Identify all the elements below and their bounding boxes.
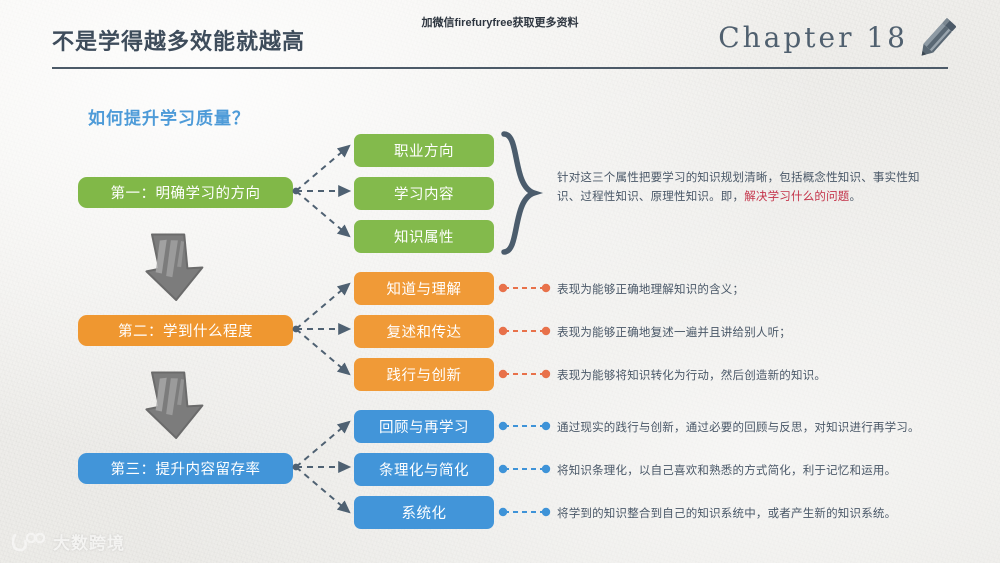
description-direction-prefix: 针对这三个属性把要学习的知识规划清晰，包括概念性知识、事实性知识、过程性知识、原… <box>557 172 920 203</box>
chapter-label: Chapter 18 <box>718 21 908 54</box>
curly-brace-icon <box>501 131 544 255</box>
description-direction-highlight: 解决学习什么的问题 <box>744 191 850 203</box>
main-box-degree[interactable]: 第二：学到什么程度 <box>78 315 293 346</box>
sub-box-degree-3[interactable]: 践行与创新 <box>354 358 494 391</box>
description-direction: 针对这三个属性把要学习的知识规划清晰，包括概念性知识、事实性知识、过程性知识、原… <box>557 169 942 207</box>
main-box-direction-label: 第一：明确学习的方向 <box>110 186 261 202</box>
dot-connector-retention-1 <box>498 421 551 431</box>
main-box-retention-label: 第三：提升内容留存率 <box>110 462 261 478</box>
sub-box-degree-1[interactable]: 知道与理解 <box>354 272 494 305</box>
connector-fan-green <box>292 144 352 238</box>
description-direction-suffix: 。 <box>849 191 862 203</box>
watermark-text: 加微信firefuryfree获取更多资料 <box>421 17 579 29</box>
sub-box-direction-3-label: 知识属性 <box>394 230 454 246</box>
description-degree-1: 表现为能够正确地理解知识的含义； <box>557 284 745 296</box>
section-subtitle: 如何提升学习质量？ <box>88 109 250 128</box>
sub-box-retention-3[interactable]: 系统化 <box>354 496 494 529</box>
page-title: 不是学得越多效能就越高 <box>52 29 306 54</box>
sub-box-direction-2[interactable]: 学习内容 <box>354 177 494 210</box>
sub-box-retention-1[interactable]: 回顾与再学习 <box>354 410 494 443</box>
dot-connector-degree-1 <box>498 283 551 293</box>
dot-connector-retention-3 <box>498 507 551 517</box>
description-retention-1: 通过现实的践行与创新，通过必要的回顾与反思，对知识进行再学习。 <box>557 422 920 434</box>
description-retention-2: 将知识条理化，以自己喜欢和熟悉的方式简化，利于记忆和运用。 <box>557 465 897 477</box>
header-divider <box>52 67 948 69</box>
sub-box-degree-1-label: 知道与理解 <box>386 282 462 298</box>
brand-logo-text: 大数跨境 <box>53 534 125 553</box>
dot-connector-degree-3 <box>498 369 551 379</box>
description-degree-3: 表现为能够将知识转化为行动，然后创造新的知识。 <box>557 370 827 382</box>
dot-connector-retention-2 <box>498 464 551 474</box>
main-box-retention[interactable]: 第三：提升内容留存率 <box>78 453 293 484</box>
sub-box-retention-2[interactable]: 条理化与简化 <box>354 453 494 486</box>
description-degree-2: 表现为能够正确地复述一遍并且讲给别人听； <box>557 327 791 339</box>
sub-box-degree-3-label: 践行与创新 <box>386 368 462 384</box>
sub-box-direction-1[interactable]: 职业方向 <box>354 134 494 167</box>
pencil-icon <box>910 13 962 65</box>
description-retention-3: 将学到的知识整合到自己的知识系统中，或者产生新的知识系统。 <box>557 508 897 520</box>
sub-box-retention-2-label: 条理化与简化 <box>379 463 469 479</box>
down-arrow-2-icon <box>140 368 208 440</box>
down-arrow-1-icon <box>140 230 208 302</box>
brand-logo: 大数跨境 <box>12 529 125 554</box>
sub-box-direction-3[interactable]: 知识属性 <box>354 220 494 253</box>
main-box-direction[interactable]: 第一：明确学习的方向 <box>78 177 293 208</box>
sub-box-degree-2-label: 复述和传达 <box>386 325 462 341</box>
connector-fan-blue <box>292 420 352 514</box>
sub-box-direction-1-label: 职业方向 <box>394 144 454 160</box>
sub-box-direction-2-label: 学习内容 <box>394 187 454 203</box>
dot-connector-degree-2 <box>498 326 551 336</box>
sub-box-retention-1-label: 回顾与再学习 <box>379 420 469 436</box>
brand-mark-icon <box>12 532 46 551</box>
main-box-degree-label: 第二：学到什么程度 <box>118 324 253 340</box>
sub-box-retention-3-label: 系统化 <box>401 506 447 522</box>
connector-fan-orange <box>292 282 352 376</box>
sub-box-degree-2[interactable]: 复述和传达 <box>354 315 494 348</box>
